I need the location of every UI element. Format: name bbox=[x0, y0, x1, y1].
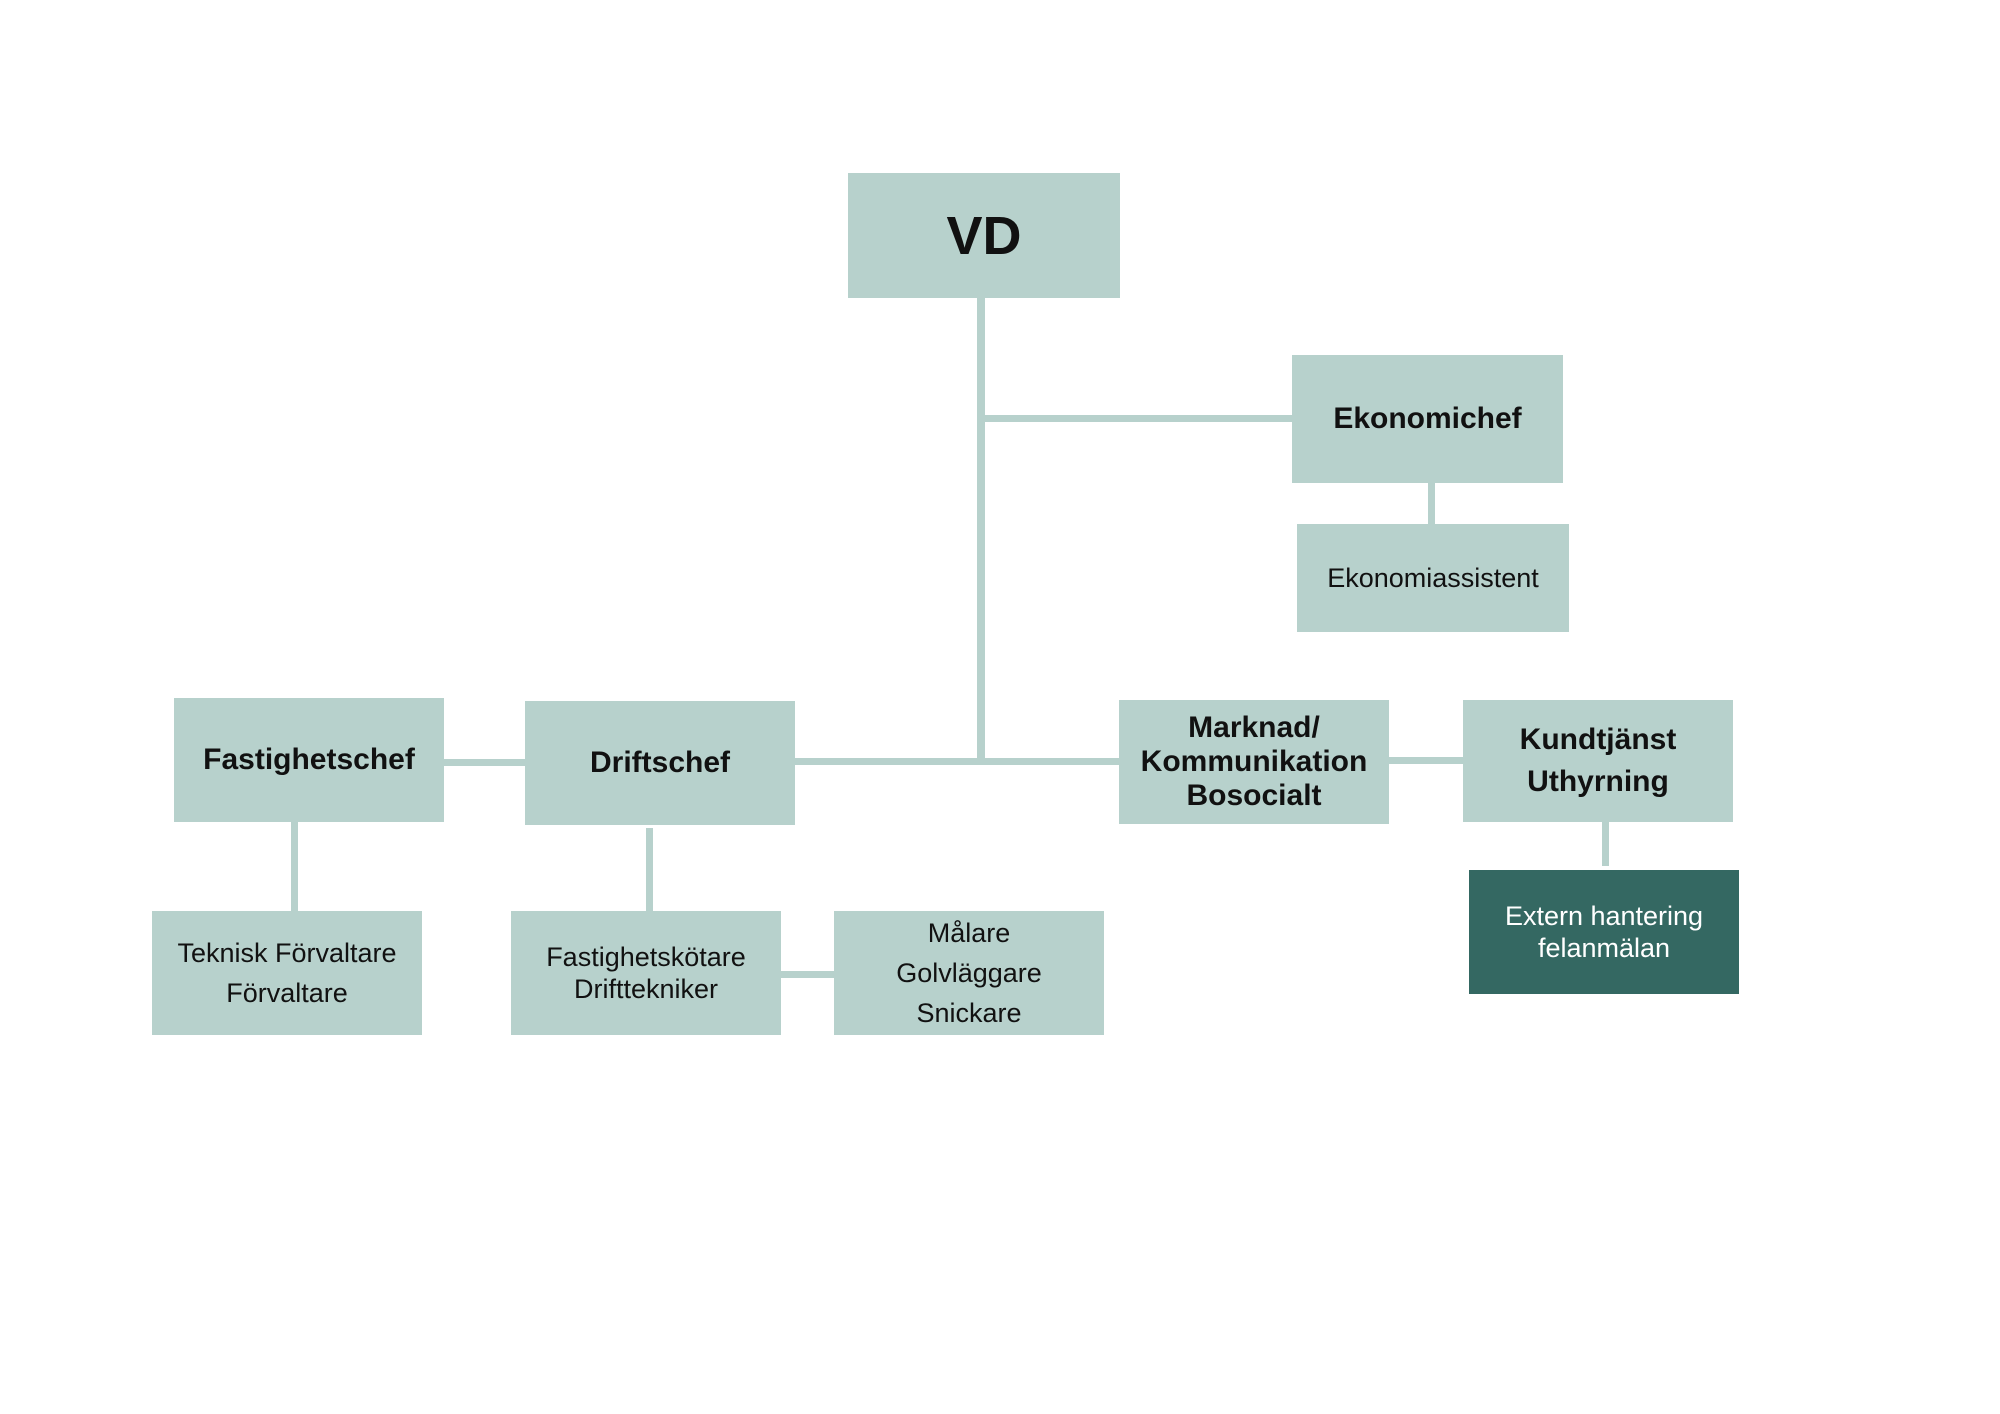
connector-fastighetschef-teknisk bbox=[291, 821, 298, 936]
extern-felanmalan-box: Extern hantering felanmälan bbox=[1469, 870, 1739, 994]
connector-main-horizontal bbox=[795, 758, 1120, 765]
marknad-label-2: Kommunikation bbox=[1140, 745, 1368, 778]
hantverkare-box: Målare Golvläggare Snickare bbox=[834, 911, 1104, 1035]
snickare-label: Snickare bbox=[916, 998, 1022, 1028]
fastighetskotare-box: Fastighetskötare Drifttekniker bbox=[511, 911, 781, 1035]
connector-driftschef-fastighetskotare bbox=[646, 828, 653, 936]
connector-vd-trunk bbox=[977, 298, 985, 762]
driftschef-box: Driftschef bbox=[525, 701, 795, 825]
driftschef-label: Driftschef bbox=[589, 746, 731, 779]
drifttekniker-label: Drifttekniker bbox=[573, 974, 719, 1004]
forvaltare-label: Förvaltare bbox=[226, 978, 348, 1008]
ekonomichef-label: Ekonomichef bbox=[1333, 402, 1522, 435]
vd-label: VD bbox=[946, 205, 1022, 266]
kundtjanst-label-1: Kundtjänst bbox=[1519, 723, 1677, 756]
marknad-label-1: Marknad/ bbox=[1188, 711, 1320, 744]
connector-to-ekonomichef bbox=[985, 415, 1293, 422]
connector-marknad-kundtjanst bbox=[1389, 757, 1464, 764]
marknad-box: Marknad/ Kommunikation Bosocialt bbox=[1119, 700, 1389, 824]
fastighetschef-box: Fastighetschef bbox=[174, 698, 444, 822]
kundtjanst-box: Kundtjänst Uthyrning bbox=[1463, 700, 1733, 822]
extern-label-2: felanmälan bbox=[1537, 933, 1671, 963]
fastighetschef-label: Fastighetschef bbox=[203, 743, 415, 776]
fastighetskotare-label: Fastighetskötare bbox=[546, 942, 746, 972]
connector-fastighetskotare-malare bbox=[781, 971, 835, 978]
malare-label: Målare bbox=[927, 918, 1011, 948]
ekonomichef-box: Ekonomichef bbox=[1292, 355, 1563, 483]
ekonomiassistent-label: Ekonomiassistent bbox=[1327, 563, 1539, 593]
connector-ekonomichef-assistent bbox=[1428, 483, 1435, 525]
vd-box: VD bbox=[848, 173, 1120, 298]
extern-label-1: Extern hantering bbox=[1504, 901, 1704, 931]
teknisk-forvaltare-box: Teknisk Förvaltare Förvaltare bbox=[152, 911, 422, 1035]
marknad-label-3: Bosocialt bbox=[1186, 779, 1322, 812]
kundtjanst-label-2: Uthyrning bbox=[1527, 765, 1669, 798]
connector-kundtjanst-extern bbox=[1602, 822, 1609, 866]
golvlaggare-label: Golvläggare bbox=[896, 958, 1042, 988]
teknisk-forvaltare-label: Teknisk Förvaltare bbox=[177, 938, 397, 968]
ekonomiassistent-box: Ekonomiassistent bbox=[1297, 524, 1569, 632]
connector-fastighetschef-driftschef bbox=[444, 759, 525, 766]
